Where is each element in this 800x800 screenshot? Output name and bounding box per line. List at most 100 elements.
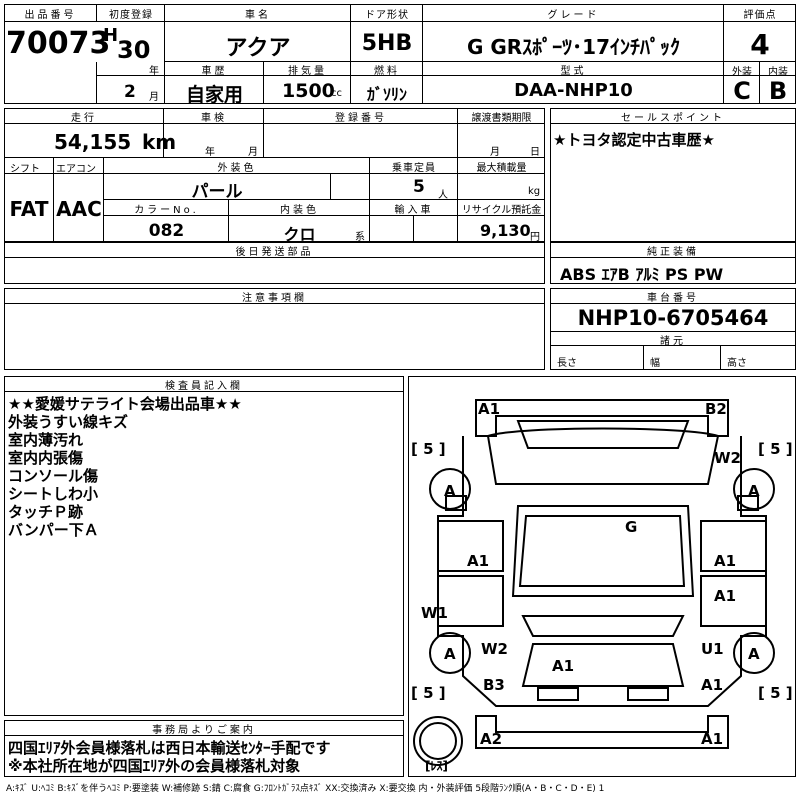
- chassis-label: 車台番号: [647, 293, 699, 304]
- caution-label-cell: [4, 288, 545, 304]
- ext-label-cell: [724, 62, 760, 76]
- color-cell: [104, 174, 370, 200]
- rear-bumper: [475, 715, 729, 749]
- capacity-cell: [370, 174, 458, 200]
- trunk: [521, 643, 685, 687]
- damage-front-right: B2: [705, 400, 727, 418]
- row3-grid: [4, 158, 545, 242]
- tire-rear-left: A: [444, 645, 456, 663]
- inspection-label: 車検: [201, 113, 227, 124]
- score-label-cell: [724, 4, 796, 22]
- color-no: 082: [148, 221, 185, 241]
- int-label-cell: [760, 62, 796, 76]
- color-split: [330, 174, 370, 200]
- damage-diagram-box: [408, 376, 796, 777]
- shift-label-cell: [4, 158, 54, 174]
- damage-rear-bumper-right: A1: [701, 730, 724, 748]
- name-label: 車名: [245, 10, 271, 21]
- door-left-front: [437, 520, 504, 572]
- later-parts-label-cell: [4, 242, 545, 258]
- office-label: 事務局よりご案内: [152, 725, 256, 736]
- caution-box: [4, 288, 545, 370]
- recycle: 9,130: [480, 221, 531, 240]
- first-reg-cell: [97, 22, 165, 76]
- fuel-label-cell: [351, 62, 423, 76]
- damage-rear-right-corner: A1: [701, 676, 724, 694]
- fuel: ｶﾞｿﾘﾝ: [366, 85, 407, 104]
- reg-no-cell: [264, 124, 458, 158]
- disp-cell: [264, 76, 351, 104]
- shift: FAT: [9, 197, 49, 221]
- chassis: NHP10-6705464: [577, 306, 769, 330]
- door-right-front: [700, 520, 767, 572]
- inspector-note: タッチＰ跡: [8, 503, 84, 521]
- grade-label-cell: [423, 4, 724, 22]
- lot-label: 出品番号: [24, 10, 77, 21]
- color: パール: [191, 182, 243, 202]
- caution-label: 注意事項欄: [242, 293, 307, 304]
- loadmax-label-cell: [458, 158, 545, 174]
- history-label: 車歴: [201, 66, 228, 77]
- inspection-label-cell: [164, 108, 264, 124]
- office-note: 四国ｴﾘｱ外会員様落札は西日本輸送ｾﾝﾀｰ手配です: [8, 739, 331, 757]
- inspector-note: ★★愛媛サテライト会場出品車★★: [8, 395, 242, 413]
- door-right-rear: [700, 575, 767, 627]
- transfer-label: 譲渡書類期限: [471, 113, 532, 124]
- bracket-bottom-left: [ 5 ]: [411, 684, 446, 702]
- damage-trunk: A1: [552, 657, 575, 675]
- ext-cell: [724, 76, 760, 104]
- import-cell-a: [370, 216, 414, 242]
- tire-front-left: A: [444, 482, 456, 500]
- width-cell: [644, 346, 721, 370]
- mileage: 54,155: [54, 130, 132, 154]
- bracket-bottom-right: [ 5 ]: [758, 684, 793, 702]
- rear-plate: [537, 687, 579, 701]
- transfer-month-unit: 月: [490, 147, 500, 158]
- roof-inner: [518, 515, 686, 587]
- wheel-front-left: [429, 468, 471, 510]
- wheel-rear-right: [733, 632, 775, 674]
- mileage-label-cell: [4, 108, 164, 124]
- loadmax-label: 最大積載量: [476, 163, 527, 174]
- roof: [511, 505, 695, 597]
- length-cell: [550, 346, 644, 370]
- ac-label-cell: [54, 158, 104, 174]
- reg-no-label-cell: [264, 108, 458, 124]
- transfer-day-unit: 日: [530, 147, 540, 158]
- car-diagram: [413, 399, 775, 766]
- spare-tire-label: [ﾚｽ]: [425, 759, 448, 773]
- equipment: ABS ｴｱB ｱﾙﾐ PS PW: [560, 265, 724, 284]
- damage-left-side: W1: [421, 604, 448, 622]
- mirror-right: [737, 495, 759, 511]
- model-label: 型式: [560, 66, 587, 77]
- exterior-grade: C: [733, 77, 751, 105]
- int-color-unit: 系: [355, 232, 365, 243]
- inspector-note: シートしわ小: [8, 485, 99, 503]
- mileage-cell: [4, 124, 164, 158]
- doors-label-cell: [351, 4, 423, 22]
- shift-label: シフト: [10, 164, 40, 175]
- inspector-label: 検査員記入欄: [165, 381, 243, 392]
- damage-front-left: A1: [478, 400, 501, 418]
- capacity-label-cell: [370, 158, 458, 174]
- transfer-label-cell: [458, 108, 545, 124]
- tire-front-right: A: [748, 482, 760, 500]
- capacity-label: 乗車定員: [392, 163, 436, 174]
- rear-light-right: [627, 687, 669, 701]
- equipment-box: [550, 242, 796, 284]
- history: 自家用: [185, 84, 243, 106]
- reg-no-label: 登録番号: [335, 113, 387, 124]
- inspector-note: 室内薄汚れ: [8, 431, 84, 449]
- chassis-cell: [550, 304, 796, 332]
- color-label-cell: [104, 158, 370, 174]
- recycle-label: リサイクル預託金: [461, 205, 542, 216]
- width-label: 幅: [650, 358, 660, 369]
- chassis-label-cell: [550, 288, 796, 304]
- import-label: 輸入車: [394, 205, 434, 216]
- import-cell-b: [414, 216, 458, 242]
- dims-label-cell: [550, 332, 796, 346]
- ac-cell: [54, 174, 104, 242]
- inspector-box: [4, 376, 404, 716]
- history-label-cell: [165, 62, 264, 76]
- bracket-top-left: [ 5 ]: [411, 440, 446, 458]
